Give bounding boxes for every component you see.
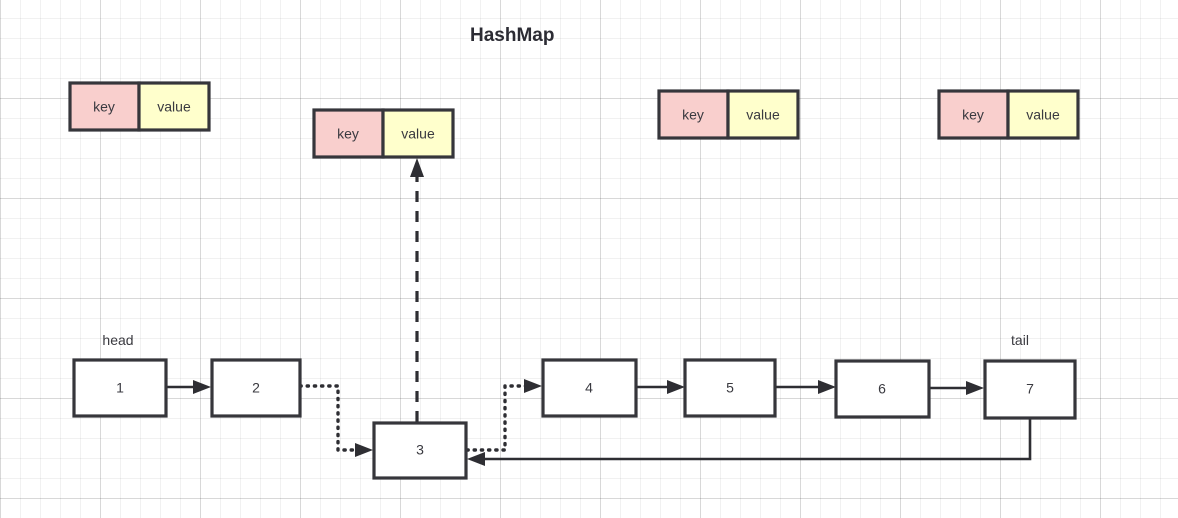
node-box <box>210 358 302 418</box>
kv-key-cell <box>312 108 385 159</box>
kv-entry-1[interactable]: key value <box>68 81 211 132</box>
node-label: 6 <box>878 381 886 397</box>
arrow-head-right-icon <box>524 379 542 393</box>
arrow-head-left-icon <box>467 452 485 466</box>
kv-key-label: key <box>93 99 115 115</box>
arrow-head-right-icon <box>193 380 211 394</box>
arrow-head-up-icon <box>410 158 424 177</box>
node-label: 5 <box>726 380 734 396</box>
node-box <box>372 421 468 480</box>
edge-line <box>298 384 360 452</box>
edge-line <box>482 418 1032 461</box>
list-node-7[interactable]: 7 <box>983 359 1077 420</box>
kv-value-cell <box>1006 89 1080 140</box>
node-box <box>72 358 168 418</box>
node-label: 7 <box>1026 381 1034 397</box>
node-box <box>683 358 777 418</box>
edge-6-7 <box>929 381 984 395</box>
list-node-4[interactable]: 4 <box>541 358 638 418</box>
edge-line <box>465 384 529 452</box>
kv-value-cell <box>381 108 455 159</box>
node-box <box>541 358 638 418</box>
kv-value-cell <box>726 89 800 140</box>
kv-value-label: value <box>746 107 780 123</box>
node-label: 1 <box>116 380 124 396</box>
kv-key-label: key <box>337 126 359 142</box>
arrow-head-right-icon <box>966 381 984 395</box>
edge-5-6 <box>775 380 836 394</box>
edge-3-4 <box>465 379 542 452</box>
node-box <box>834 359 931 419</box>
kv-entry-3[interactable]: key value <box>657 89 800 140</box>
arrow-head-right-icon <box>355 443 373 457</box>
head-label: head <box>102 332 133 348</box>
kv-key-label: key <box>682 107 704 123</box>
edge-4-5 <box>636 380 685 394</box>
node-box <box>983 359 1077 420</box>
arrow-head-right-icon <box>667 380 685 394</box>
kv-key-cell <box>937 89 1010 140</box>
edge-node3-to-value <box>410 158 424 422</box>
list-node-5[interactable]: 5 <box>683 358 777 418</box>
kv-key-cell <box>68 81 141 132</box>
kv-value-cell <box>137 81 211 132</box>
kv-key-label: key <box>962 107 984 123</box>
kv-value-label: value <box>157 99 191 115</box>
kv-value-label: value <box>401 126 435 142</box>
list-node-6[interactable]: 6 <box>834 359 931 419</box>
page-title: HashMap <box>470 25 554 46</box>
tail-label: tail <box>1011 332 1029 348</box>
edge-7-3-return <box>467 418 1032 466</box>
edge-1-2 <box>166 380 211 394</box>
kv-entry-4[interactable]: key value <box>937 89 1080 140</box>
list-node-2[interactable]: 2 <box>210 358 302 418</box>
arrow-head-right-icon <box>818 380 836 394</box>
list-node-3[interactable]: 3 <box>372 421 468 480</box>
node-label: 2 <box>252 380 260 396</box>
edge-2-3 <box>298 384 373 457</box>
node-label: 3 <box>416 442 424 458</box>
list-node-1[interactable]: 1 <box>72 358 168 418</box>
kv-entry-2[interactable]: key value <box>312 108 455 159</box>
kv-key-cell <box>657 89 730 140</box>
node-label: 4 <box>585 380 593 396</box>
kv-value-label: value <box>1026 107 1060 123</box>
